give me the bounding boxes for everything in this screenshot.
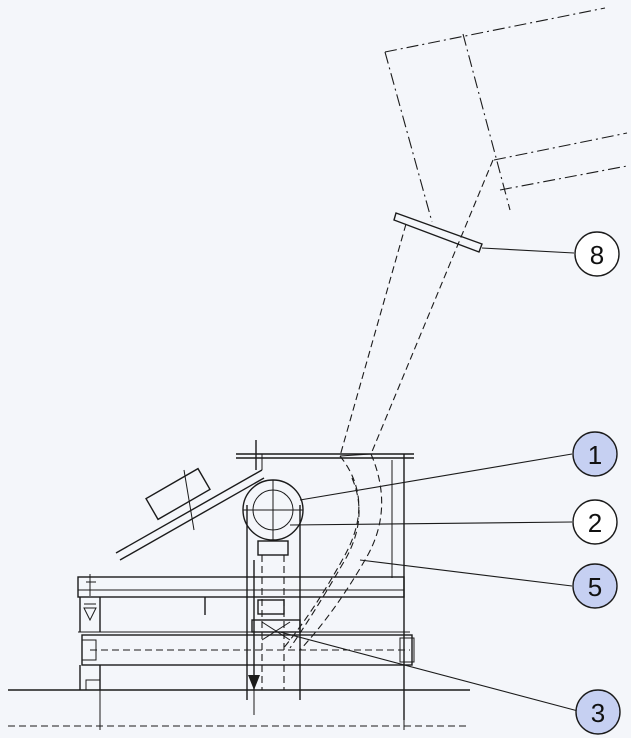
callout-5-label: 5 bbox=[588, 572, 602, 602]
vibrator-motor bbox=[145, 467, 211, 521]
base-floor bbox=[8, 679, 470, 730]
curved-chute bbox=[281, 453, 383, 651]
callout-2[interactable]: 2 bbox=[572, 499, 618, 545]
upper-chute-phantom bbox=[384, 7, 628, 223]
inclined-feed-chute bbox=[339, 159, 494, 457]
callout-8[interactable]: 8 bbox=[574, 231, 620, 277]
callout-1-label: 1 bbox=[588, 440, 602, 470]
callout-3-label: 3 bbox=[591, 698, 605, 728]
callout-1-circle bbox=[572, 431, 618, 477]
callout-8-circle bbox=[574, 231, 620, 277]
callout-3-circle bbox=[575, 689, 621, 735]
discharge-arrow bbox=[248, 560, 260, 715]
callout-8-label: 8 bbox=[590, 240, 604, 270]
callout-2-circle bbox=[572, 499, 618, 545]
callout-3[interactable]: 3 bbox=[575, 689, 621, 735]
frame-beams bbox=[77, 574, 415, 690]
rotor-drum bbox=[242, 479, 304, 556]
callout-2-label: 2 bbox=[588, 508, 602, 538]
transfer-box bbox=[251, 555, 301, 690]
callout-1[interactable]: 1 bbox=[572, 431, 618, 477]
callout-5[interactable]: 5 bbox=[572, 563, 618, 609]
callout-5-circle bbox=[572, 563, 618, 609]
callout-leaders bbox=[279, 247, 579, 712]
main-housing bbox=[115, 440, 414, 720]
chute-flange bbox=[393, 212, 483, 253]
